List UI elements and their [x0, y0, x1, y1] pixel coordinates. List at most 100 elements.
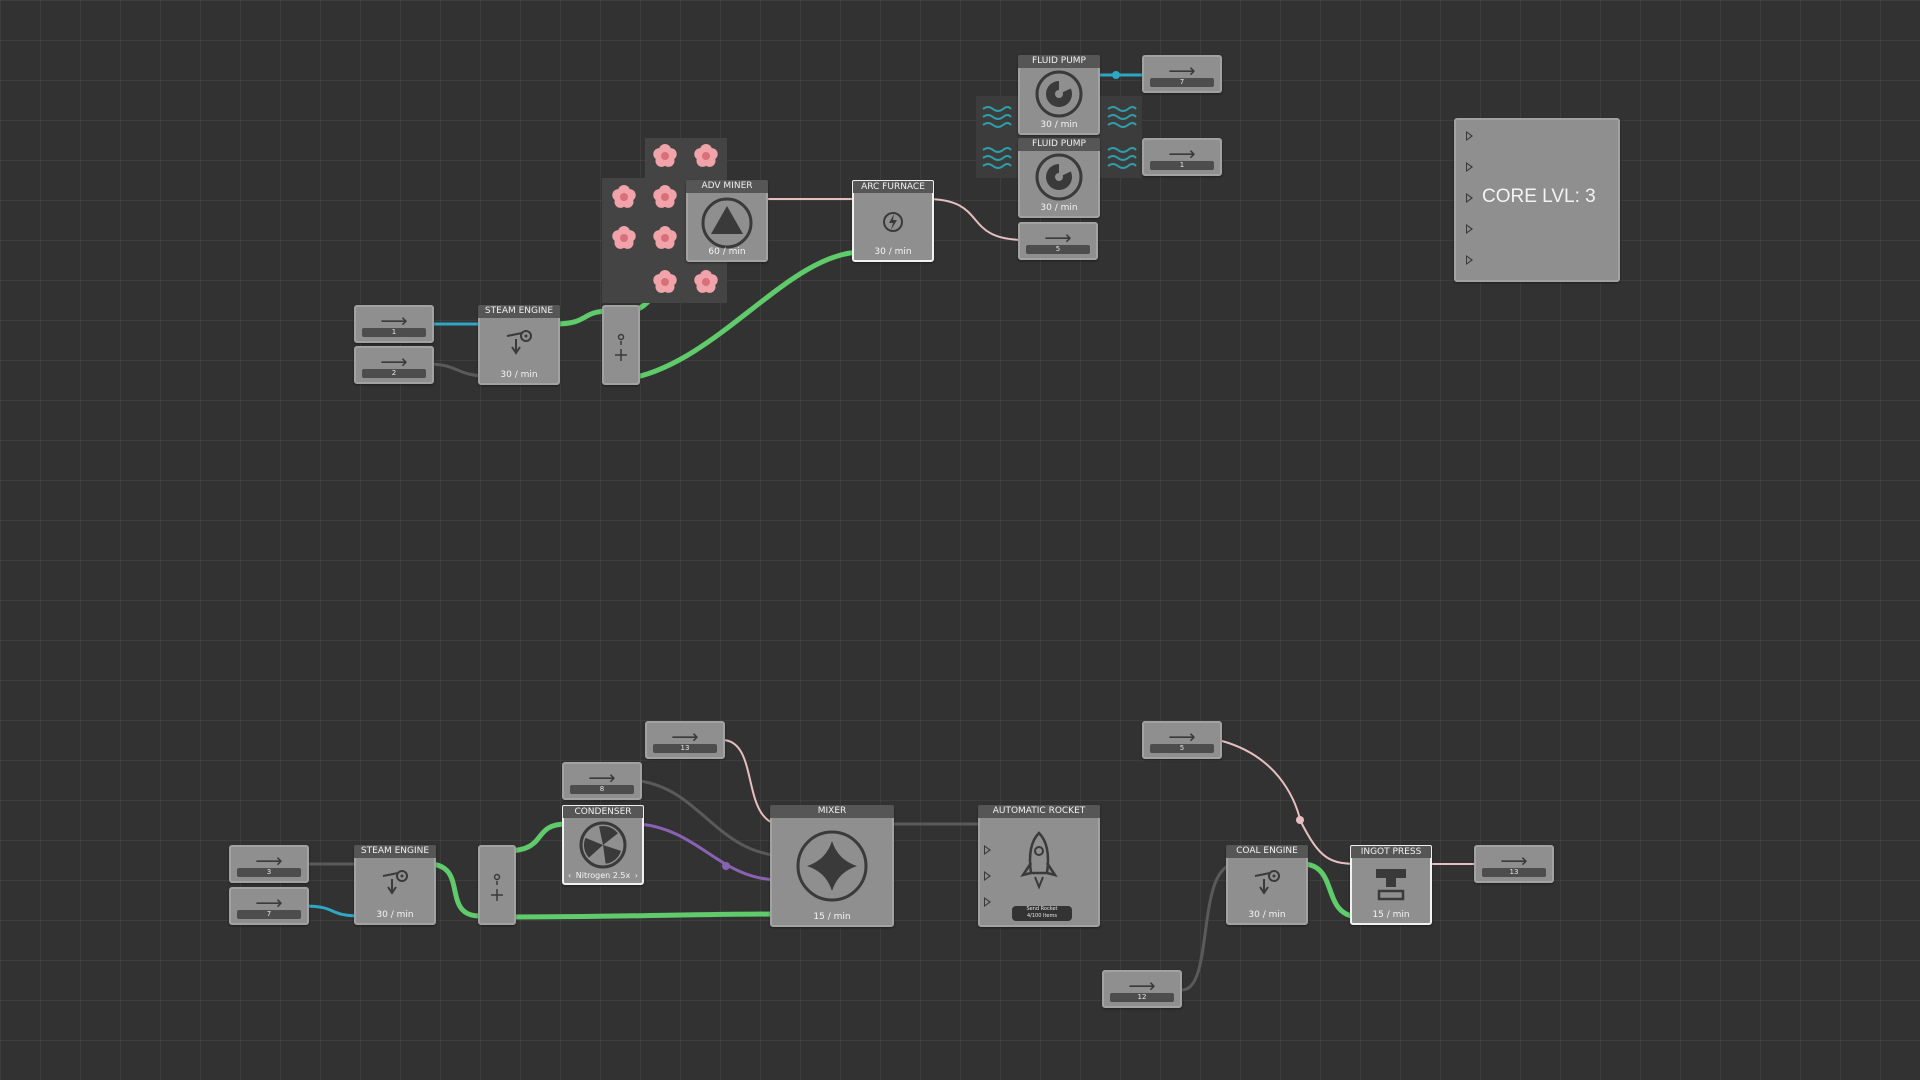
production-rate: 30 / min	[1248, 910, 1286, 920]
source-value: 1	[1150, 161, 1214, 170]
mixer-blade-icon	[796, 830, 868, 902]
arrow-right-icon: ⟶	[380, 351, 408, 373]
input-port-icon	[984, 871, 991, 881]
fluid-pump-node[interactable]: FLUID PUMP 30 / min	[1018, 55, 1100, 135]
adv-miner-node[interactable]: ADV MINER 60 / min	[686, 180, 768, 262]
node-title: AUTOMATIC ROCKET	[978, 805, 1100, 818]
source-value: 2	[362, 369, 426, 378]
ingot-press-node[interactable]: INGOT PRESS 15 / min	[1350, 845, 1432, 925]
source-node[interactable]: ⟶ 7	[229, 887, 309, 925]
arrow-right-icon: ⟶	[588, 767, 616, 789]
fluid-pump-node[interactable]: FLUID PUMP 30 / min	[1018, 138, 1100, 218]
send-rocket-label: Send Rocket	[1026, 906, 1058, 912]
input-port-icon	[1466, 255, 1473, 265]
wire-node	[722, 862, 730, 870]
water-tile-icon	[982, 147, 1012, 169]
ore-deposit-icon	[653, 270, 677, 293]
pump-icon	[1035, 70, 1083, 118]
power-pole-node[interactable]	[478, 845, 516, 925]
mixer-node[interactable]: MIXER 15 / min	[770, 805, 894, 927]
source-value: 5	[1150, 744, 1214, 753]
power-pole-icon	[491, 873, 503, 901]
wire-pole-condenser	[502, 821, 570, 854]
arrow-right-icon: ⟶	[380, 310, 408, 332]
wire-pole-arcfurnace	[629, 249, 865, 381]
rocket-items-count: 4/100 Items	[1027, 913, 1057, 919]
node-title: ARC FURNACE	[852, 180, 934, 193]
source-value: 13	[1482, 868, 1546, 877]
core-level-label: CORE LVL: 3	[1482, 186, 1596, 207]
source-node[interactable]: ⟶ 7	[1142, 55, 1222, 93]
ore-deposit-icon	[653, 144, 677, 167]
source-value: 12	[1110, 993, 1174, 1002]
coal-engine-node[interactable]: COAL ENGINE 30 / min	[1226, 845, 1308, 925]
production-rate: 30 / min	[874, 247, 912, 257]
lightning-icon	[883, 212, 903, 232]
water-tile-icon	[1107, 106, 1137, 128]
source-value: 7	[237, 910, 301, 919]
arrow-right-icon: ⟶	[1168, 143, 1196, 165]
coal-engine-icon	[1254, 870, 1280, 895]
input-port-icon	[1466, 224, 1473, 234]
production-rate: 30 / min	[1040, 203, 1078, 213]
ore-deposit-icon	[612, 226, 636, 249]
wire-steam-pole	[425, 861, 483, 919]
fan-icon	[579, 821, 627, 869]
input-port-icon	[984, 897, 991, 907]
automatic-rocket-node[interactable]: AUTOMATIC ROCKET Send Rocket 4/100 Items	[978, 805, 1100, 927]
source-node[interactable]: ⟶ 12	[1102, 970, 1182, 1008]
power-pole-icon	[615, 333, 627, 361]
prev-option-button[interactable]: ‹	[568, 871, 572, 880]
production-rate: 15 / min	[1372, 910, 1410, 920]
arrow-right-icon: ⟶	[671, 726, 699, 748]
node-title: FLUID PUMP	[1018, 138, 1100, 151]
send-rocket-button[interactable]: Send Rocket 4/100 Items	[1012, 906, 1072, 921]
source-node[interactable]: ⟶ 5	[1142, 721, 1222, 759]
arc-furnace-node[interactable]: ARC FURNACE 30 / min	[852, 180, 934, 262]
production-rate: 15 / min	[813, 912, 851, 922]
source-node[interactable]: ⟶ 13	[645, 721, 725, 759]
node-title: INGOT PRESS	[1350, 845, 1432, 858]
next-option-button[interactable]: ›	[634, 871, 638, 880]
node-title: STEAM ENGINE	[478, 305, 560, 318]
arrow-right-icon: ⟶	[1128, 975, 1156, 997]
wire-condenser-mixer	[638, 822, 782, 882]
source-node[interactable]: ⟶ 2	[354, 346, 434, 384]
node-title: CONDENSER	[562, 805, 644, 818]
input-port-icon	[1466, 162, 1473, 172]
gas-selector[interactable]: ‹ Nitrogen 2.5x ›	[568, 871, 638, 880]
wire-node	[1112, 71, 1120, 79]
ore-deposit-icon	[653, 226, 677, 249]
input-port-icon	[984, 845, 991, 855]
source-node[interactable]: ⟶ 1	[1142, 138, 1222, 176]
source-node[interactable]: ⟶ 8	[562, 762, 642, 800]
condenser-node[interactable]: CONDENSER ‹ Nitrogen 2.5x ›	[562, 805, 644, 885]
input-port-icon	[1466, 131, 1473, 141]
wire-arcfurnace-output	[925, 198, 1026, 241]
node-title: FLUID PUMP	[1018, 55, 1100, 68]
source-value: 13	[653, 744, 717, 753]
node-title: ADV MINER	[686, 180, 768, 193]
steam-engine-node[interactable]: STEAM ENGINE 30 / min	[354, 845, 436, 925]
power-pole-node[interactable]	[602, 305, 640, 385]
wire-source12-coalengine	[1180, 862, 1238, 992]
ore-deposit-icon	[653, 185, 677, 208]
source-node[interactable]: ⟶ 1	[354, 305, 434, 343]
core-node[interactable]: CORE LVL: 3	[1454, 118, 1620, 282]
production-rate: 30 / min	[500, 370, 538, 380]
ore-deposit-icon	[694, 144, 718, 167]
source-node[interactable]: ⟶ 13	[1474, 845, 1554, 883]
source-node[interactable]: ⟶ 5	[1018, 222, 1098, 260]
water-tile-icon	[1107, 147, 1137, 169]
wire-source7-steam	[301, 904, 364, 918]
wire-source8-mixer	[638, 779, 782, 858]
arrow-right-icon: ⟶	[1168, 60, 1196, 82]
steam-engine-node[interactable]: STEAM ENGINE 30 / min	[478, 305, 560, 385]
steam-engine-icon	[382, 870, 408, 895]
source-node[interactable]: ⟶ 3	[229, 845, 309, 883]
triangle-drill-icon	[701, 197, 753, 249]
water-tile-icon	[982, 106, 1012, 128]
production-rate: 30 / min	[1040, 120, 1078, 130]
wire-source13-mixer	[721, 739, 781, 826]
